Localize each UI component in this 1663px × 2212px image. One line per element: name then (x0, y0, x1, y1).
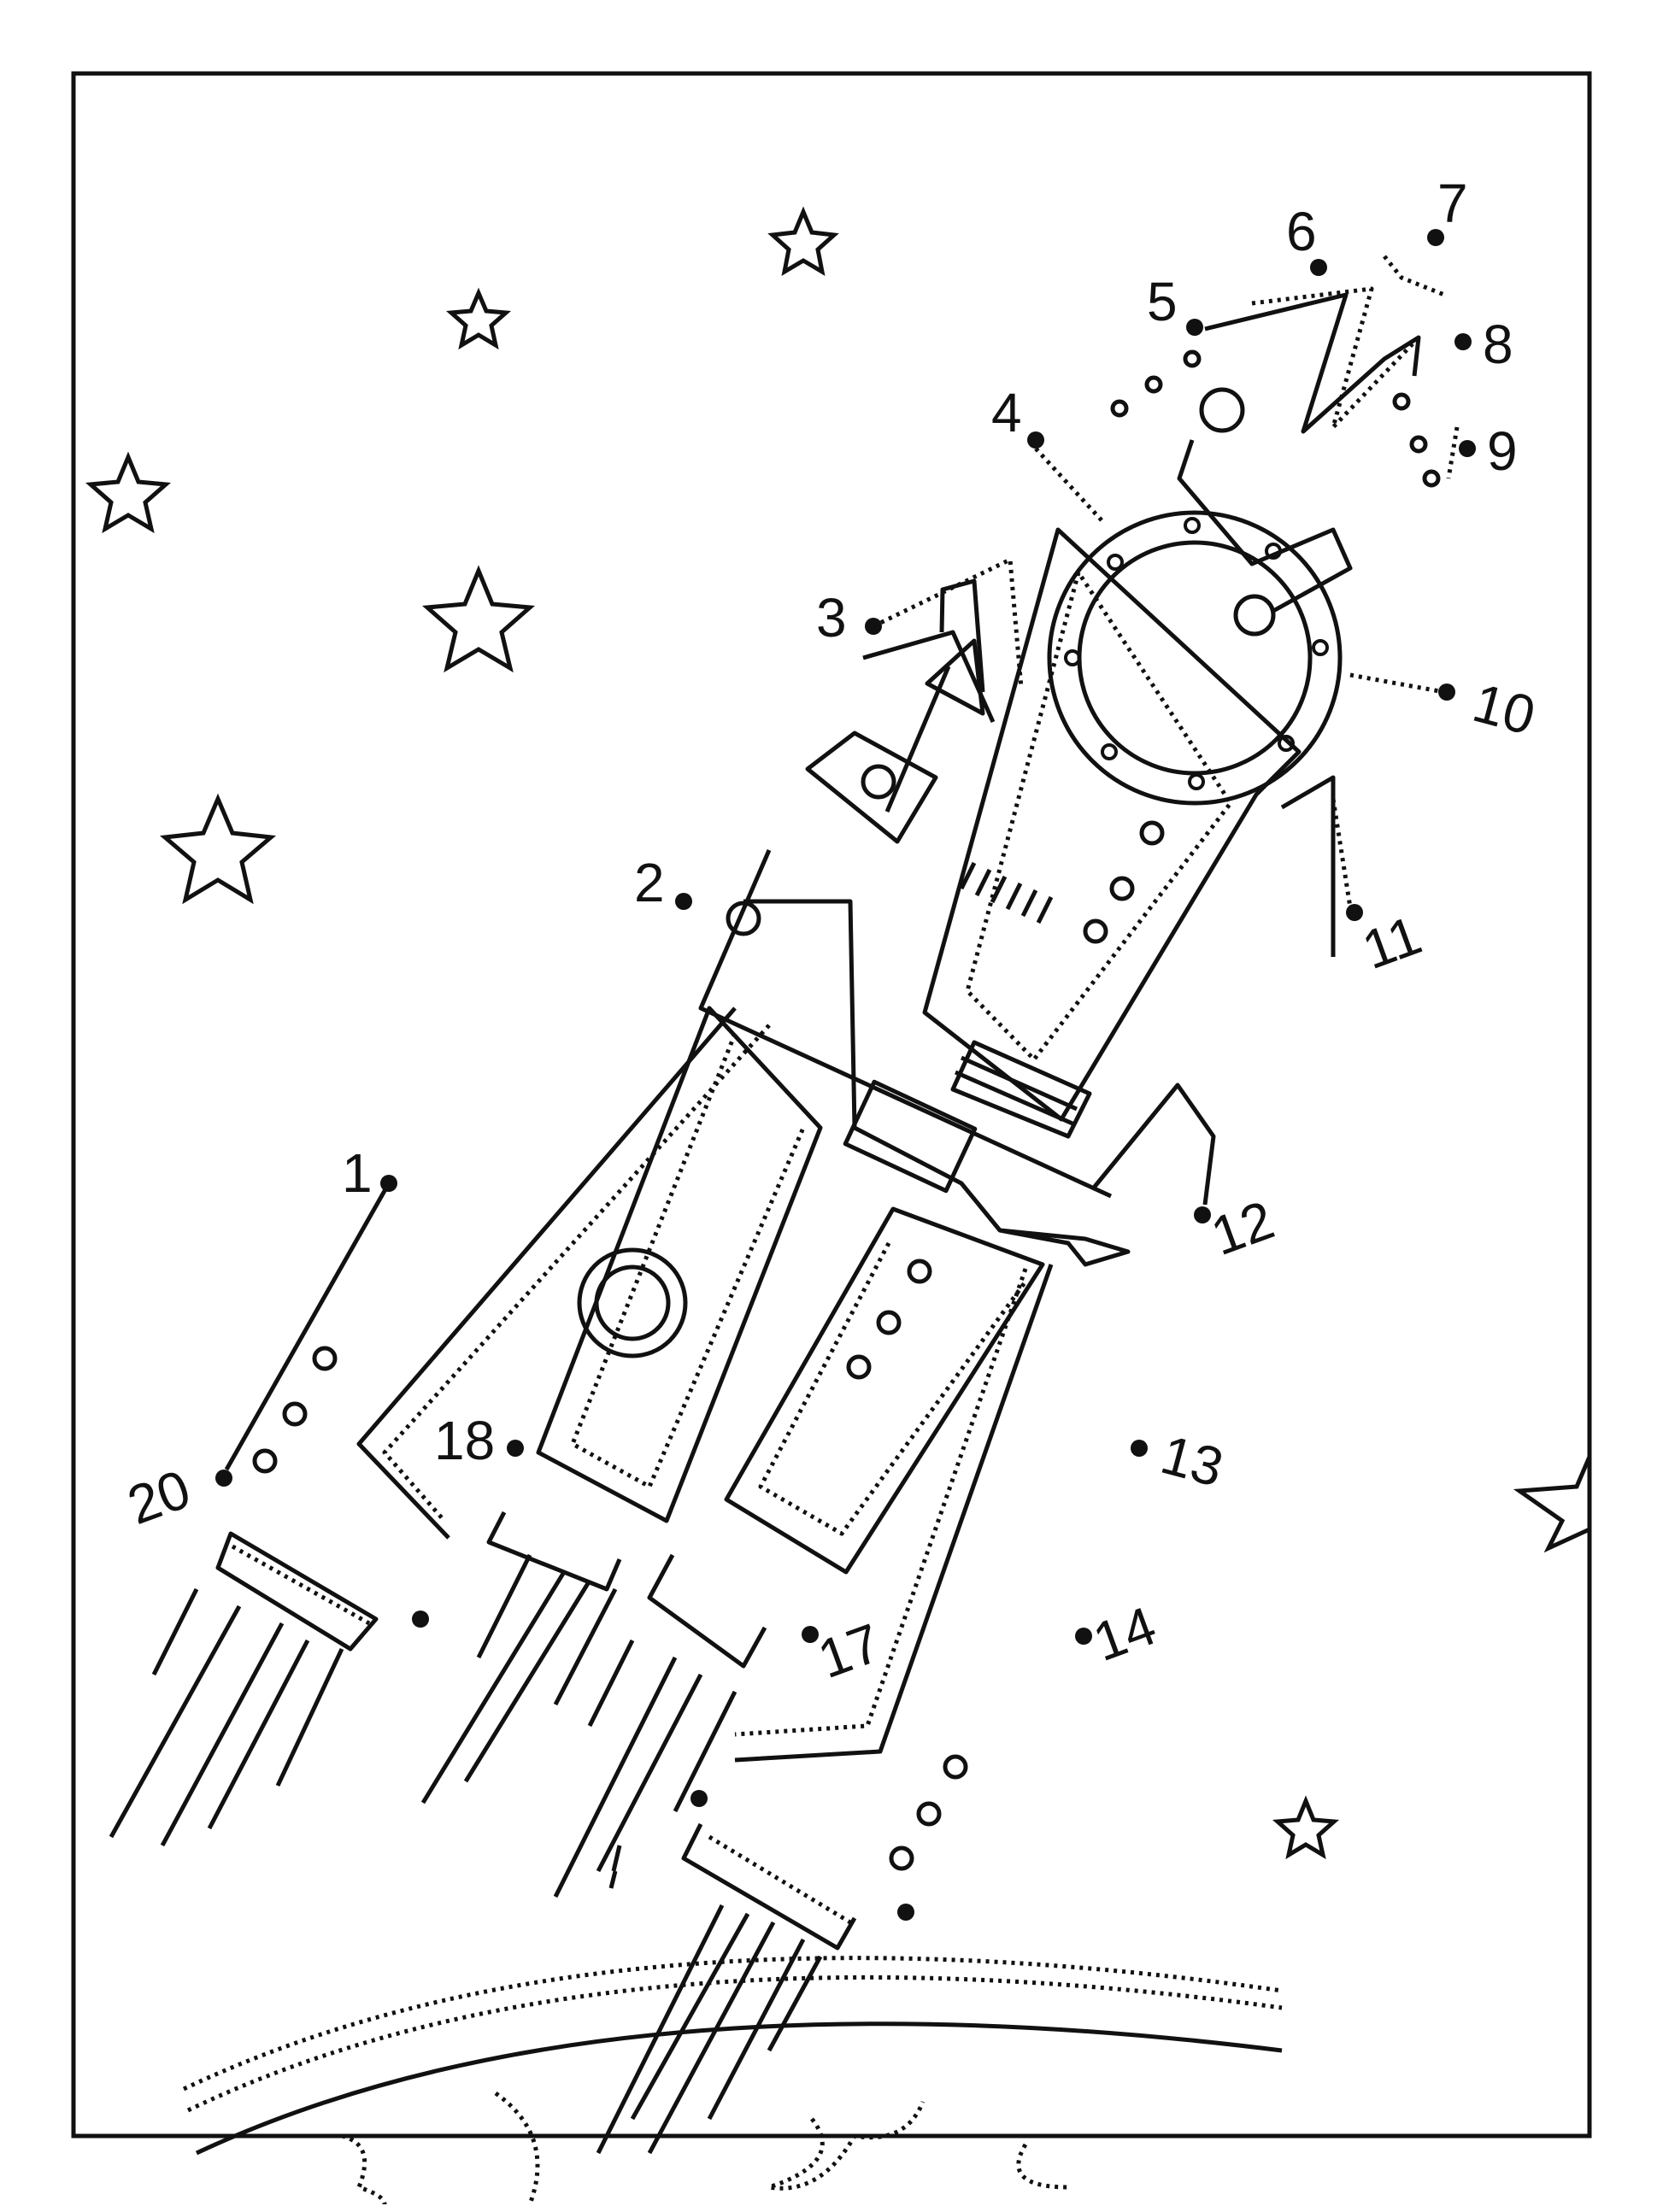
dot-19 (412, 1611, 429, 1628)
label-1: 1 (342, 1142, 373, 1204)
porthole-icon (1047, 510, 1343, 806)
dot-12 (1194, 1206, 1211, 1223)
label-13: 13 (1155, 1423, 1229, 1499)
label-12: 12 (1203, 1188, 1282, 1267)
star-icon (445, 287, 512, 350)
star-icon (85, 451, 172, 534)
star-icon (1272, 1795, 1340, 1860)
label-5: 5 (1147, 271, 1178, 332)
dot-13 (1131, 1440, 1148, 1457)
dot-1 (380, 1175, 397, 1192)
label-3: 3 (816, 587, 847, 648)
label-14: 14 (1085, 1594, 1164, 1673)
dot-15 (897, 1904, 914, 1921)
dot-17 (802, 1626, 819, 1643)
dot-10 (1438, 684, 1455, 701)
label-17: 17 (810, 1611, 889, 1690)
star-icon (767, 206, 839, 276)
label-10: 10 (1466, 672, 1541, 747)
dot-11 (1346, 904, 1363, 921)
label-9: 9 (1487, 420, 1518, 482)
label-20: 20 (120, 1458, 198, 1536)
rocket-drawing (109, 255, 1460, 2205)
dot-18 (507, 1440, 524, 1457)
planet-horizon (186, 1974, 1283, 2113)
dot-2 (675, 893, 692, 910)
dot-20 (215, 1470, 232, 1487)
label-8: 8 (1483, 314, 1513, 375)
star-icon (159, 793, 277, 905)
star-icon (1513, 1456, 1592, 1553)
dot-14 (1075, 1628, 1092, 1645)
dot-9 (1459, 440, 1476, 457)
dot-6 (1310, 259, 1327, 276)
dot-4 (1027, 431, 1044, 449)
label-6: 6 (1286, 201, 1317, 262)
stars (85, 206, 1592, 1860)
dot-7 (1427, 229, 1444, 246)
page-border (71, 71, 1592, 2139)
porthole-small-icon (577, 1247, 688, 1358)
dot-3 (865, 618, 882, 635)
numbered-dots (215, 229, 1476, 1921)
label-4: 4 (991, 382, 1022, 443)
label-11: 11 (1354, 904, 1429, 981)
dot-8 (1454, 333, 1472, 350)
label-18: 18 (434, 1410, 495, 1471)
star-icon (421, 565, 536, 673)
dot-16 (690, 1790, 708, 1807)
label-2: 2 (634, 852, 665, 913)
dot-5 (1186, 319, 1203, 336)
number-labels: 1 2 3 4 5 6 7 8 9 10 11 12 13 14 17 18 2… (120, 173, 1542, 1690)
label-7: 7 (1437, 173, 1468, 234)
